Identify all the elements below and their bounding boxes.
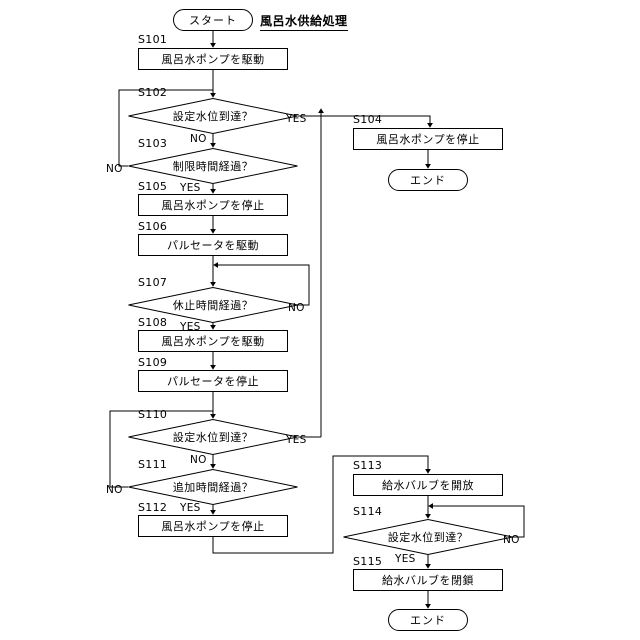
process-s106: パルセータを駆動 bbox=[138, 234, 288, 256]
edge-label-s103-yes: YES bbox=[180, 182, 201, 194]
step-label-s108: S108 bbox=[138, 316, 168, 329]
node-label-s101: 風呂水ポンプを駆動 bbox=[161, 52, 265, 66]
decision-s102: 設定水位到達？ bbox=[128, 98, 298, 134]
process-s113: 給水バルブを開放 bbox=[353, 474, 503, 496]
edge-label-s102-yes: YES bbox=[286, 113, 307, 125]
node-label-end2: エンド bbox=[410, 613, 446, 627]
process-s108: 風呂水ポンプを駆動 bbox=[138, 330, 288, 352]
step-label-s104: S104 bbox=[353, 113, 383, 126]
terminal-end2: エンド bbox=[388, 609, 468, 631]
edge-label-s111-no: NO bbox=[106, 484, 123, 496]
edge-s112-s113 bbox=[212, 455, 431, 554]
process-s112: 風呂水ポンプを停止 bbox=[138, 515, 288, 537]
edge-s107-no-loop bbox=[213, 262, 310, 306]
decision-label-s107: 休止時間経過？ bbox=[172, 299, 254, 312]
step-label-s105: S105 bbox=[138, 180, 168, 193]
step-label-s113: S113 bbox=[353, 459, 383, 472]
process-s101: 風呂水ポンプを駆動 bbox=[138, 48, 288, 70]
step-label-s114: S114 bbox=[353, 505, 383, 518]
step-label-s115: S115 bbox=[353, 555, 383, 568]
decision-s114: 設定水位到達？ bbox=[343, 519, 513, 555]
step-label-s103: S103 bbox=[138, 137, 168, 150]
step-label-s106: S106 bbox=[138, 220, 168, 233]
edge-s102-yes-s104 bbox=[298, 115, 433, 128]
process-s115: 給水バルブを閉鎖 bbox=[353, 569, 503, 591]
edge-s111-no-loop bbox=[109, 410, 213, 488]
edge-label-s114-yes: YES bbox=[395, 553, 416, 565]
edge-label-s103-no: NO bbox=[106, 163, 123, 175]
edge-label-s110-no: NO bbox=[190, 454, 207, 466]
node-label-start: スタート bbox=[189, 13, 237, 27]
edge-s114-no-loop bbox=[428, 503, 525, 538]
decision-s103: 制限時間経過？ bbox=[128, 148, 298, 184]
terminal-start: スタート bbox=[173, 9, 253, 31]
decision-label-s102: 設定水位到達？ bbox=[172, 110, 254, 123]
step-label-s107: S107 bbox=[138, 276, 168, 289]
step-label-s111: S111 bbox=[138, 458, 168, 471]
step-label-s102: S102 bbox=[138, 86, 168, 99]
edge-s103-no-loop bbox=[118, 89, 213, 167]
decision-s107: 休止時間経過？ bbox=[128, 287, 298, 323]
diagram-title: 風呂水供給処理 bbox=[260, 12, 348, 31]
node-label-s105: 風呂水ポンプを停止 bbox=[161, 198, 265, 212]
step-label-s109: S109 bbox=[138, 356, 168, 369]
edge-label-s110-yes: YES bbox=[286, 434, 307, 446]
edge-label-s111-yes: YES bbox=[180, 502, 201, 514]
node-label-s112: 風呂水ポンプを停止 bbox=[161, 519, 265, 533]
node-label-s106: パルセータを駆動 bbox=[167, 238, 259, 252]
node-label-s109: パルセータを停止 bbox=[167, 374, 259, 388]
terminal-end1: エンド bbox=[388, 169, 468, 191]
node-label-s104: 風呂水ポンプを停止 bbox=[376, 132, 480, 146]
decision-label-s103: 制限時間経過？ bbox=[172, 160, 254, 173]
step-label-s101: S101 bbox=[138, 33, 168, 46]
decision-label-s111: 追加時間経過？ bbox=[172, 481, 254, 494]
decision-s110: 設定水位到達？ bbox=[128, 419, 298, 455]
edge-label-s114-no: NO bbox=[503, 534, 520, 546]
process-s105: 風呂水ポンプを停止 bbox=[138, 194, 288, 216]
edge-label-s107-no: NO bbox=[288, 302, 305, 314]
edge-label-s107-yes: YES bbox=[180, 321, 201, 333]
process-s104: 風呂水ポンプを停止 bbox=[353, 128, 503, 150]
step-label-s112: S112 bbox=[138, 501, 168, 514]
decision-s111: 追加時間経過？ bbox=[128, 469, 298, 505]
step-label-s110: S110 bbox=[138, 408, 168, 421]
node-label-s108: 風呂水ポンプを駆動 bbox=[161, 334, 265, 348]
decision-label-s110: 設定水位到達？ bbox=[172, 431, 254, 444]
node-label-s115: 給水バルブを閉鎖 bbox=[382, 573, 474, 587]
node-label-s113: 給水バルブを開放 bbox=[382, 478, 474, 492]
node-label-end1: エンド bbox=[410, 173, 446, 187]
edge-label-s102-no: NO bbox=[190, 133, 207, 145]
decision-label-s114: 設定水位到達？ bbox=[387, 531, 469, 544]
process-s109: パルセータを停止 bbox=[138, 370, 288, 392]
